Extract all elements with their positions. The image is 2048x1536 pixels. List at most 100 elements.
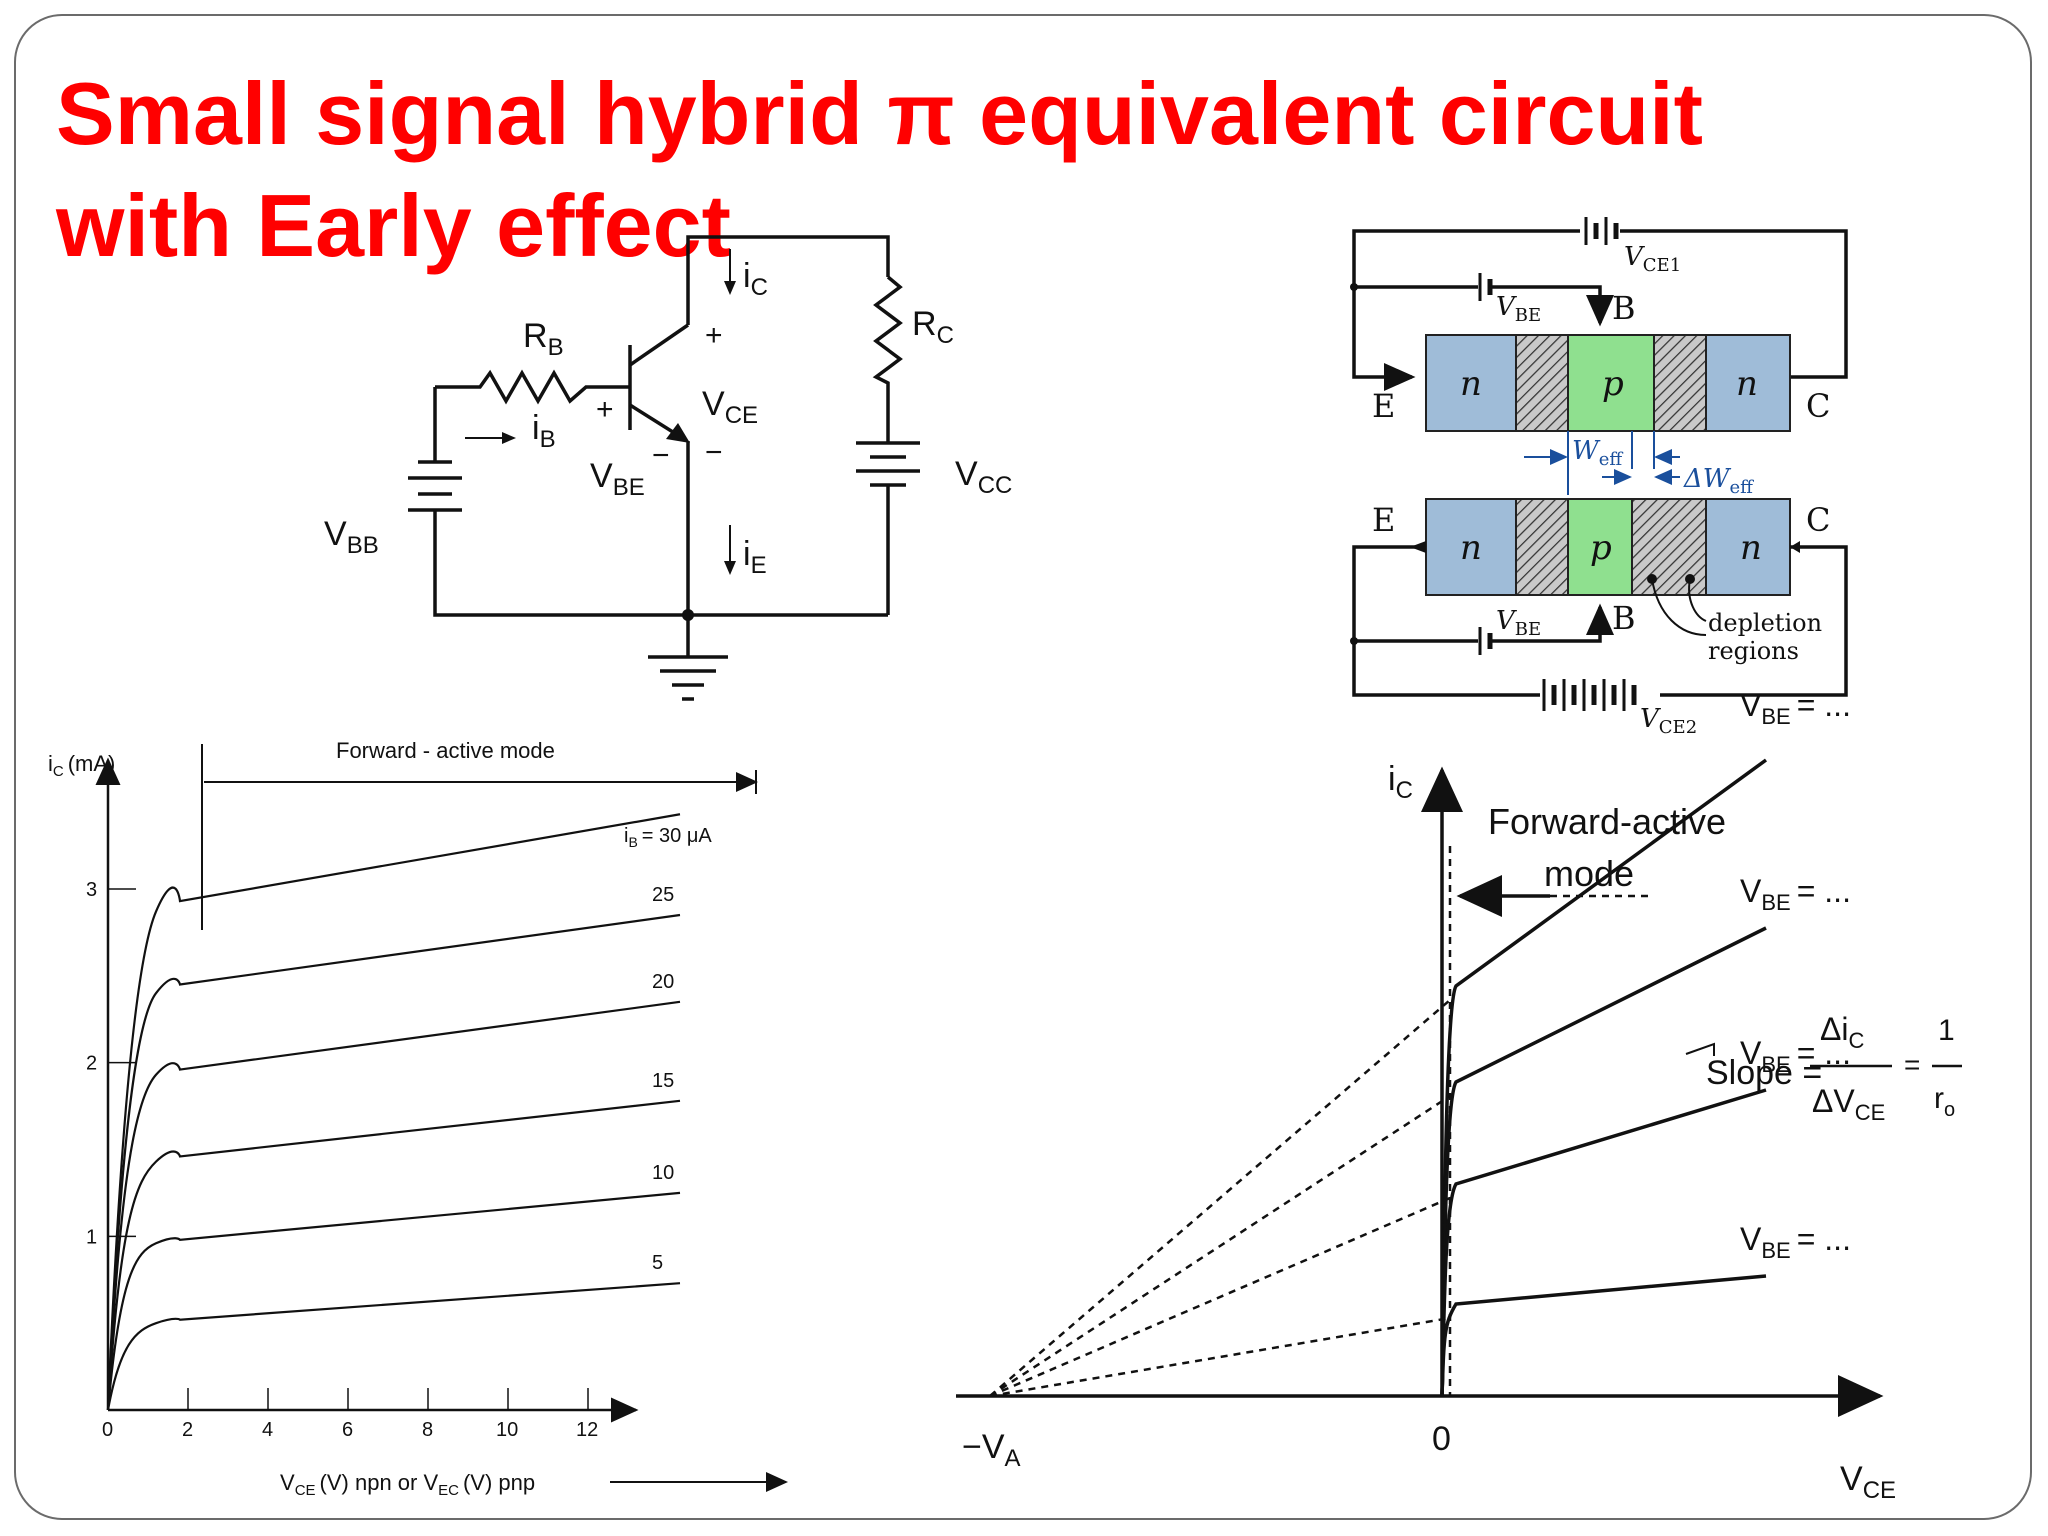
series-line-ib-30: [106, 813, 681, 1411]
chart-series-group: 25 20 15 10 5: [106, 813, 681, 1411]
bjt-circuit-diagram: iC RB RC + VCE − + − iB VBE VCC VBB iE: [324, 235, 1012, 701]
e2-label: E: [1372, 501, 1395, 539]
vbe-plus: +: [596, 393, 614, 426]
rb-label: RB: [523, 317, 564, 361]
series-label-ib-15: 15: [652, 1070, 674, 1092]
title-line-2: with Early effect: [56, 176, 731, 275]
vce2-label: VCE2: [1640, 704, 1697, 738]
n-label: n: [1740, 528, 1762, 568]
rc-label: RC: [912, 305, 954, 349]
early-extrapolation-line: [989, 1316, 1451, 1398]
minus-va-label: −VA: [962, 1428, 1021, 1472]
slope-one: 1: [1938, 1014, 1955, 1047]
ic-curve: [1440, 1088, 1767, 1397]
vbe-minus: −: [652, 439, 670, 472]
p-label: p: [1590, 528, 1612, 568]
slope-denominator: ΔVCE: [1812, 1083, 1885, 1125]
series-label-ib-5: 5: [652, 1252, 663, 1274]
slope-numerator: ΔiC: [1820, 1011, 1864, 1053]
n-label: n: [1736, 364, 1758, 404]
vce-label: VCE: [702, 385, 758, 429]
x-tick-label: 2: [182, 1419, 193, 1441]
slope-label: Slope =: [1706, 1054, 1822, 1092]
transistor-collector: [629, 323, 689, 367]
ie-label: iE: [743, 535, 767, 579]
series-line-ib-20: [106, 1000, 681, 1411]
series-label-ib-10: 10: [652, 1162, 674, 1184]
ic-curve: [1440, 926, 1767, 1397]
rc-resistor: [872, 275, 903, 425]
early-extrapolation-line: [989, 1196, 1451, 1398]
collector-wire: [686, 235, 890, 297]
depletion-label: depletion: [1708, 609, 1822, 637]
chart-series-group: VBE= ...VBE= ...VBE= ...VBE= ...: [989, 687, 1851, 1398]
p-label: p: [1602, 364, 1624, 404]
x-tick-label: 6: [342, 1419, 353, 1441]
y-tick-label: 2: [86, 1053, 97, 1075]
regions-label: regions: [1708, 637, 1799, 665]
slide-frame: [14, 14, 2032, 1520]
x-tick-label: 0: [102, 1419, 113, 1441]
vbe-series-label: VBE= ...: [1740, 1221, 1851, 1263]
title-line-1: Small signal hybrid π equivalent circuit: [56, 64, 1703, 163]
series-line-ib-15: [106, 1099, 681, 1411]
ground-wire: [433, 525, 888, 617]
series-line-ib-25: [106, 913, 681, 1411]
mode-label: mode: [1544, 853, 1634, 894]
emitter-arrow-icon: [666, 423, 690, 443]
n-label: n: [1460, 528, 1482, 568]
y-tick-label: 3: [86, 879, 97, 901]
forward-active-label: Forward - active mode: [336, 738, 555, 763]
weff-label: Weff: [1572, 436, 1623, 470]
rb-resistor: [435, 369, 630, 405]
top-collector-region: [1705, 334, 1791, 432]
top-emitter-region: [1425, 334, 1517, 432]
npn-structure-diagram: VCE1 VBE B E C n p n Weff ΔWeff n p n E …: [1350, 217, 1848, 738]
x-axis-label: VCE(V) npn or VEC(V) pnp: [280, 1470, 535, 1499]
x-tick-label: 10: [496, 1419, 518, 1441]
series-header-label: iB= 30 μA: [624, 825, 712, 850]
vbe-series-label: VBE= ...: [1740, 687, 1851, 729]
vbe1-label: VBE: [1496, 292, 1541, 326]
x-tick-label: 12: [576, 1419, 598, 1441]
slope-ro: ro: [1934, 1082, 1955, 1121]
y-axis-label: iC: [1388, 760, 1413, 804]
series-line-ib-5: [106, 1282, 681, 1411]
b2-label: B: [1612, 599, 1636, 637]
vbb-label: VBB: [324, 515, 379, 559]
x-axis-label: VCE: [1840, 1460, 1896, 1504]
ic-label: iC: [743, 257, 768, 301]
vce1-label: VCE1: [1624, 242, 1681, 276]
origin-label: 0: [1432, 1420, 1451, 1458]
top-base-region: [1567, 334, 1655, 432]
vbe2-label: VBE: [1496, 606, 1541, 640]
b1-label: B: [1612, 289, 1636, 327]
vcc-label: VCC: [955, 455, 1012, 499]
forward-active-label: Forward-active: [1488, 801, 1726, 842]
x-tick-label: 4: [262, 1419, 273, 1441]
c2-label: C: [1806, 501, 1830, 539]
vce-plus: +: [705, 319, 723, 352]
c1-label: C: [1806, 387, 1830, 425]
early-effect-chart: VBE= ...VBE= ...VBE= ...VBE= ... iC VCE …: [956, 687, 1962, 1504]
slope-annotation: Slope = ΔiC ΔVCE = 1 ro: [1706, 1011, 1962, 1125]
vce-minus: −: [705, 436, 723, 469]
n-label: n: [1460, 364, 1482, 404]
slope-equals: =: [1904, 1049, 1920, 1080]
early-extrapolation-line: [989, 999, 1451, 1397]
vbe-label: VBE: [590, 457, 645, 501]
vbe-series-label: VBE= ...: [1740, 873, 1851, 915]
ib-label: iB: [532, 409, 556, 453]
series-line-ib-10: [106, 1191, 681, 1411]
slide-title: Small signal hybrid π equivalent circuit…: [56, 58, 1956, 282]
delta-weff-label: ΔWeff: [1683, 464, 1754, 498]
series-label-ib-25: 25: [652, 884, 674, 906]
slope-triangle: [1685, 1042, 1715, 1056]
y-axis-label: iC(mA): [48, 751, 115, 780]
y-tick-label: 1: [86, 1226, 97, 1248]
early-extrapolation-line: [989, 1094, 1451, 1398]
series-label-ib-20: 20: [652, 971, 674, 993]
ic-curve: [1440, 1274, 1767, 1397]
